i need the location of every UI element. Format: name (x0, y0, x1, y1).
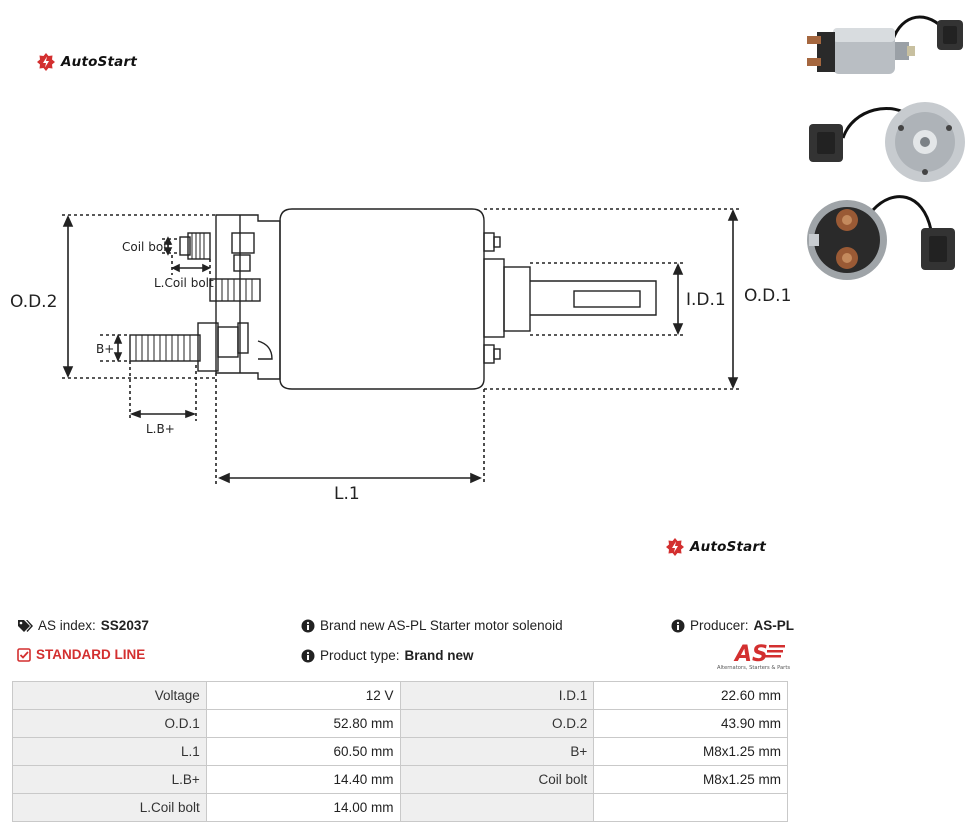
brand-logo-bottom: AutoStart (665, 537, 766, 557)
producer-label: Producer: (690, 618, 749, 633)
id1-label: I.D.1 (686, 290, 726, 310)
table-row: Voltage 12 V I.D.1 22.60 mm (12, 681, 788, 710)
product-photo-rear[interactable] (803, 98, 971, 186)
product-thumbnails (803, 6, 971, 292)
info-icon (301, 649, 315, 662)
checkbox-checked-icon (17, 647, 31, 662)
product-description: Brand new AS-PL Starter motor solenoid (301, 618, 563, 633)
spec-key: L.Coil bolt (12, 793, 207, 822)
spec-value: 12 V (205, 681, 401, 710)
info-icon (671, 619, 685, 632)
as-index-label: AS index: (38, 618, 96, 633)
product-type: Product type: Brand new (301, 648, 474, 663)
spec-key: L.1 (12, 737, 207, 766)
solenoid-technical-drawing: O.D.2 O.D.1 I.D.1 L.1 L.B+ Coil bolt L.C… (10, 208, 791, 504)
spec-key (399, 793, 595, 822)
table-row: O.D.1 52.80 mm O.D.2 43.90 mm (12, 709, 788, 738)
coil-bolt-label: Coil bolt (122, 240, 171, 254)
tags-icon (18, 619, 33, 632)
spec-key: B+ (399, 737, 595, 766)
l1-label: L.1 (334, 484, 360, 504)
spec-value: 14.00 mm (205, 793, 401, 822)
autostart-logo-icon (37, 53, 55, 71)
product-photo-side[interactable] (803, 6, 971, 94)
table-row: L.B+ 14.40 mm Coil bolt M8x1.25 mm (12, 765, 788, 794)
spec-key: O.D.2 (399, 709, 595, 738)
od1-label: O.D.1 (744, 286, 791, 306)
spec-value: M8x1.25 mm (593, 765, 788, 794)
l-coil-bolt-label: L.Coil bolt (154, 276, 214, 290)
product-photo-front[interactable] (803, 190, 971, 288)
lb-label: L.B+ (146, 422, 175, 436)
producer: Producer: AS-PL (671, 618, 794, 633)
as-logo-text: AS (733, 642, 768, 667)
table-row: L.1 60.50 mm B+ M8x1.25 mm (12, 737, 788, 766)
as-index: AS index: SS2037 (17, 618, 149, 633)
spec-value: 60.50 mm (205, 737, 401, 766)
producer-value: AS-PL (753, 618, 795, 633)
spec-value: 22.60 mm (593, 681, 788, 710)
table-row: L.Coil bolt 14.00 mm (12, 793, 788, 822)
brand-name: AutoStart (61, 54, 137, 70)
autostart-logo-icon (666, 538, 684, 556)
product-line: STANDARD LINE (17, 647, 145, 662)
spec-key: Voltage (12, 681, 207, 710)
product-type-value: Brand new (404, 648, 474, 663)
spec-key: L.B+ (12, 765, 207, 794)
info-icon (301, 619, 315, 632)
spec-key: O.D.1 (12, 709, 207, 738)
as-index-value: SS2037 (100, 618, 149, 633)
spec-value: 43.90 mm (593, 709, 788, 738)
description-text: Brand new AS-PL Starter motor solenoid (320, 618, 563, 633)
spec-value: 14.40 mm (205, 765, 401, 794)
b-plus-label: B+ (96, 342, 114, 356)
specifications-table: Voltage 12 V I.D.1 22.60 mm O.D.1 52.80 … (12, 681, 788, 822)
spec-value (593, 793, 788, 822)
brand-logo-top: AutoStart (36, 52, 137, 72)
as-logo-tagline: Alternators, Starters & Parts (717, 665, 790, 671)
product-line-text: STANDARD LINE (36, 647, 146, 662)
spec-key: I.D.1 (399, 681, 595, 710)
as-pl-producer-logo: AS Alternators, Starters & Parts (717, 642, 790, 671)
product-type-label: Product type: (320, 648, 400, 663)
spec-value: 52.80 mm (205, 709, 401, 738)
brand-name: AutoStart (690, 539, 766, 555)
od2-label: O.D.2 (10, 292, 57, 312)
spec-key: Coil bolt (399, 765, 595, 794)
spec-value: M8x1.25 mm (593, 737, 788, 766)
